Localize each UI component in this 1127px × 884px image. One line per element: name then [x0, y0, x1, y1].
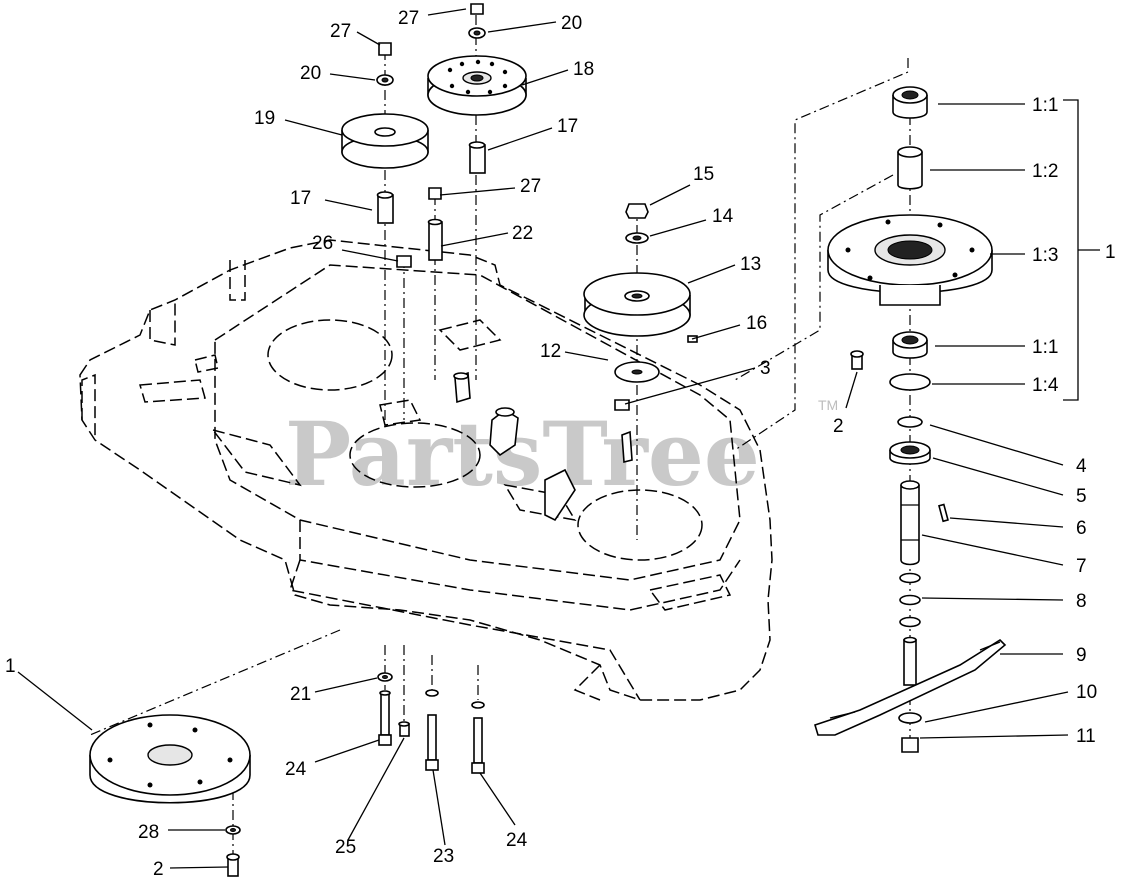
washer-28	[225, 825, 241, 835]
callout-25: 25	[335, 837, 356, 858]
spindle-housing-1-left	[89, 714, 251, 804]
pulley-19	[341, 113, 429, 169]
spindle-stub	[903, 636, 917, 686]
bearing-1-1-top	[892, 86, 928, 119]
bolt-23	[425, 689, 439, 771]
washers-8	[899, 572, 921, 628]
callout-20-left: 20	[300, 63, 321, 84]
callout-11: 11	[1076, 726, 1096, 747]
callout-13: 13	[740, 254, 761, 275]
callout-6: 6	[1076, 518, 1087, 539]
callout-26: 26	[312, 233, 333, 254]
callout-20-right: 20	[561, 13, 582, 34]
bolt-2-bottom	[226, 853, 240, 877]
callout-18: 18	[573, 59, 594, 80]
washer-20-right	[468, 27, 486, 39]
bolt-24-left	[378, 690, 392, 746]
callout-17-right: 17	[557, 116, 578, 137]
callout-3: 3	[760, 358, 771, 379]
callout-16: 16	[746, 313, 767, 334]
callout-labels: 1 1:1 1:2 1:3 1:1 1:4 1 2 2 3 4 5 6 7 8 …	[5, 8, 1116, 880]
bolt-2-right	[850, 350, 864, 370]
washer-21	[377, 672, 393, 682]
washer-10	[898, 712, 922, 724]
callout-14: 14	[712, 206, 734, 227]
callout-21: 21	[290, 684, 311, 705]
spindle-shaft-7	[900, 480, 920, 566]
callout-22: 22	[512, 223, 533, 244]
washer-20-left	[376, 74, 394, 86]
callout-23: 23	[433, 846, 454, 867]
bearing-1-1-bottom	[892, 331, 928, 359]
callout-28: 28	[138, 822, 159, 843]
callout-1-3: 1:3	[1032, 245, 1058, 266]
deck-brackets	[453, 371, 633, 522]
callout-1-left: 1	[5, 656, 16, 677]
callout-17-left: 17	[290, 188, 311, 209]
callout-24-left: 24	[285, 759, 307, 780]
callout-4: 4	[1076, 456, 1087, 477]
callout-15: 15	[693, 164, 714, 185]
callout-27-top: 27	[398, 8, 419, 29]
key-6	[938, 503, 949, 523]
callout-24-right: 24	[506, 830, 528, 851]
housing-1-3	[827, 214, 993, 306]
snap-ring-1-4	[889, 373, 931, 391]
callout-27-mid: 27	[520, 176, 541, 197]
bolt-25	[398, 721, 410, 737]
leader-lines	[17, 8, 1069, 869]
spacer-17-right	[468, 141, 486, 174]
callout-2-right: 2	[833, 416, 844, 437]
callout-8: 8	[1076, 591, 1087, 612]
bearing-5	[889, 441, 931, 465]
watermark-tm: TM	[818, 397, 838, 413]
callout-1: 1	[1105, 242, 1116, 263]
mower-deck	[79, 239, 773, 701]
callout-27-left: 27	[330, 21, 351, 42]
bolt-24-right	[471, 701, 485, 774]
pulley-18	[427, 55, 527, 116]
spacer-22	[427, 218, 443, 261]
callout-12: 12	[540, 341, 561, 362]
washer-12	[614, 361, 660, 383]
washer-14	[625, 232, 649, 244]
nut-26	[396, 255, 412, 268]
bolt-11	[901, 737, 919, 753]
nut-27-top	[470, 3, 484, 15]
blade-9	[814, 638, 1007, 736]
nut-15	[625, 203, 649, 219]
callout-1-4: 1:4	[1032, 375, 1059, 396]
spacer-17-left	[376, 191, 394, 224]
callout-1-2: 1:2	[1032, 161, 1058, 182]
callout-1-1-bottom: 1:1	[1032, 337, 1058, 358]
seal-4	[897, 416, 923, 428]
callout-5: 5	[1076, 486, 1087, 507]
callout-7: 7	[1076, 556, 1087, 577]
watermark: PartsTree	[285, 402, 760, 506]
spacer-1-2	[897, 146, 923, 190]
callout-1-1-top: 1:1	[1032, 95, 1058, 116]
pulley-13	[583, 272, 691, 337]
nut-3	[614, 399, 630, 411]
callout-2-bottom: 2	[153, 859, 164, 880]
group-bracket-1	[1063, 99, 1100, 401]
nut-27-left	[378, 42, 392, 56]
nut-27-mid	[428, 187, 442, 200]
callout-10: 10	[1076, 682, 1097, 703]
callout-19: 19	[254, 108, 275, 129]
callout-9: 9	[1076, 645, 1087, 666]
